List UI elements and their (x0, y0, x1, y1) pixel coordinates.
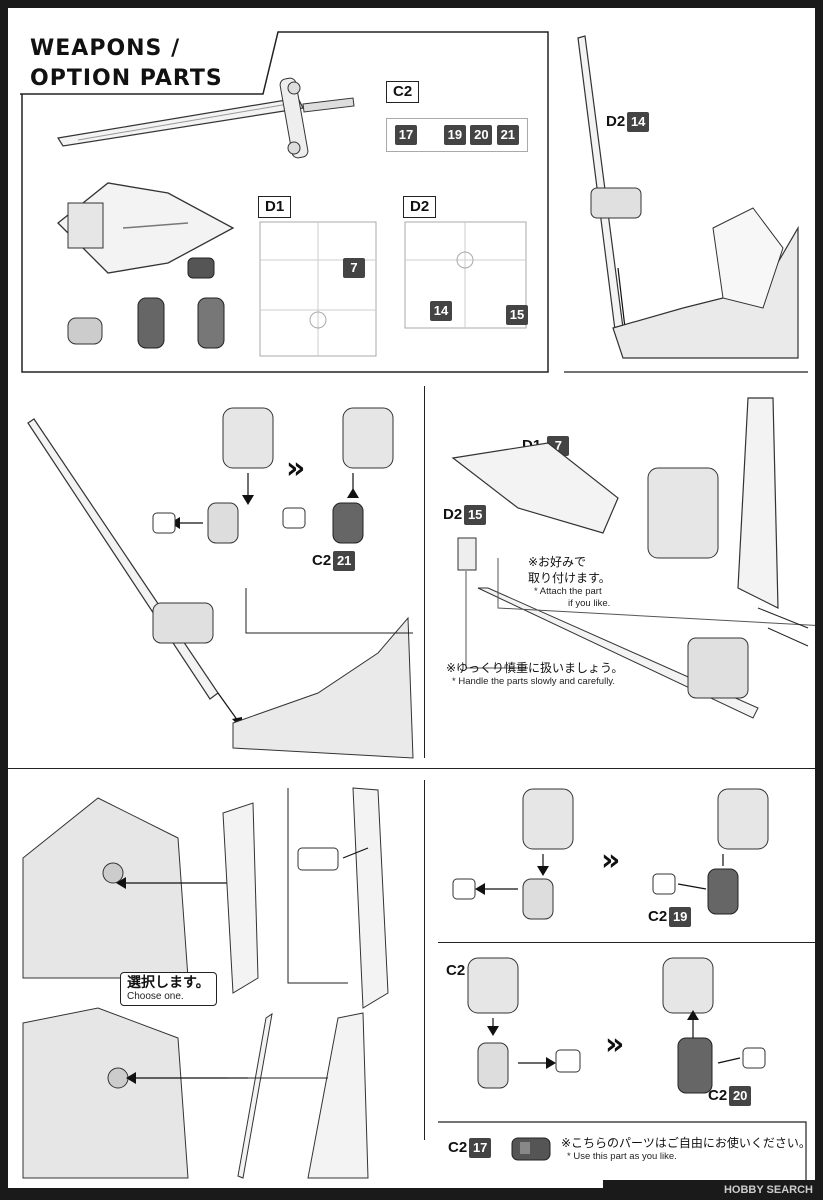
hand-parts-illustration (67, 257, 225, 349)
next-step-arrow: » (605, 1027, 625, 1062)
runner-d1-tag: D1 (258, 196, 292, 218)
extra-part-icon (511, 1137, 551, 1161)
next-step-arrow: » (601, 843, 621, 878)
runner-d2-part-14: 14 (430, 301, 452, 321)
part-number: 17 (395, 125, 417, 145)
watermark-bar (603, 1180, 823, 1200)
hand-swap-20-illustration (467, 957, 766, 1094)
divider (8, 768, 815, 770)
runner-c2-tag: C2 (386, 81, 420, 103)
parts-box-frame (20, 31, 808, 373)
hand-swap-19-illustration (452, 788, 769, 920)
label-c2-top-20: C2 (446, 962, 466, 979)
sword-hand-illustration (27, 418, 414, 759)
part-number: 21 (496, 125, 519, 145)
shield-attach-illustration (451, 397, 815, 719)
sword-to-hand-illustration (577, 35, 799, 359)
part-number: 20 (470, 125, 493, 145)
choose-one-callout: 選択します。 Choose one. (120, 972, 217, 1006)
watermark: HOBBY SEARCH (723, 1184, 813, 1196)
runner-c2-parts: 17 19 20 21 (386, 118, 528, 152)
divider (424, 386, 426, 758)
runner-d2-frame (404, 221, 527, 329)
divider (424, 780, 426, 1140)
runner-d2-tag: D2 (403, 196, 437, 218)
bottom-note-frame (438, 1121, 807, 1180)
note-handle: ※ゆっくり慎重に扱いましょう。 * Handle the parts slowl… (446, 661, 624, 687)
page-title: WEAPONS / OPTION PARTS (30, 36, 223, 91)
divider (438, 942, 815, 944)
runner-d1-part: 7 (343, 258, 365, 278)
note-attach: ※お好みで 取り付けます。 * Attach the part if you l… (528, 555, 611, 609)
sword-illustration (57, 77, 355, 159)
part-number: 19 (443, 125, 466, 145)
note-use-freely: ※こちらのパーツはご自由にお使いください。 * Use this part as… (561, 1136, 811, 1162)
hand-swap-21-illustration (152, 407, 394, 544)
runner-d2-part-15: 15 (506, 305, 528, 325)
shield-back-illustration (22, 787, 389, 1179)
next-step-arrow: » (286, 451, 306, 486)
runner-d1-frame (259, 221, 377, 357)
shield-illustration (57, 182, 235, 274)
instruction-page: WEAPONS / OPTION PARTS C2 17 19 20 21 D1 (8, 8, 815, 1188)
